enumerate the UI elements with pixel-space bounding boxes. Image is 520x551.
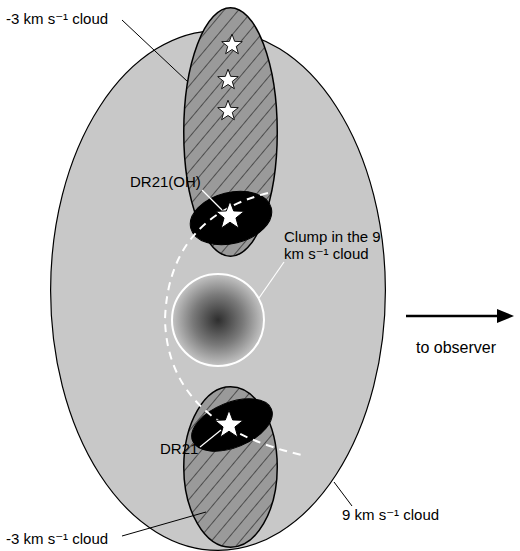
clump-circle-shape xyxy=(172,274,264,366)
cloud-label: DR21 xyxy=(160,440,198,457)
leader-line xyxy=(122,20,188,82)
leader-line xyxy=(202,190,222,210)
star-symbol xyxy=(218,69,239,89)
cloud-label: DR21(OH) xyxy=(130,173,201,190)
observer-arrow xyxy=(406,315,500,318)
hatched-cloud-shape xyxy=(184,8,278,257)
leader-spacer xyxy=(124,188,202,190)
star-symbol xyxy=(222,34,243,54)
clump-circle-outline xyxy=(171,273,265,367)
arrow-head xyxy=(497,309,514,323)
clump-circle: Clump in the 9 km s⁻¹ cloud xyxy=(171,273,265,367)
cloud-label: -3 km s⁻¹ cloud xyxy=(6,530,108,547)
cloud-label: -3 km s⁻¹ cloud xyxy=(6,10,108,27)
core-ellipse-shape xyxy=(184,388,280,462)
leader-line xyxy=(122,512,206,536)
cloud-label: Clump in the 9 km s⁻¹ cloud xyxy=(284,228,396,262)
leader-line xyxy=(200,430,221,447)
leader-line xyxy=(259,262,284,298)
hatched-cloud: -3 km s⁻¹ cloudDR21 xyxy=(183,386,278,548)
dashed-arc xyxy=(165,193,302,455)
cloud-label: 9 km s⁻¹ cloud xyxy=(342,506,439,523)
leader-line xyxy=(334,482,352,506)
star-symbol xyxy=(215,410,244,437)
direction-label: to observer xyxy=(416,339,496,356)
star-symbol xyxy=(218,100,239,120)
star-symbol xyxy=(216,201,245,228)
